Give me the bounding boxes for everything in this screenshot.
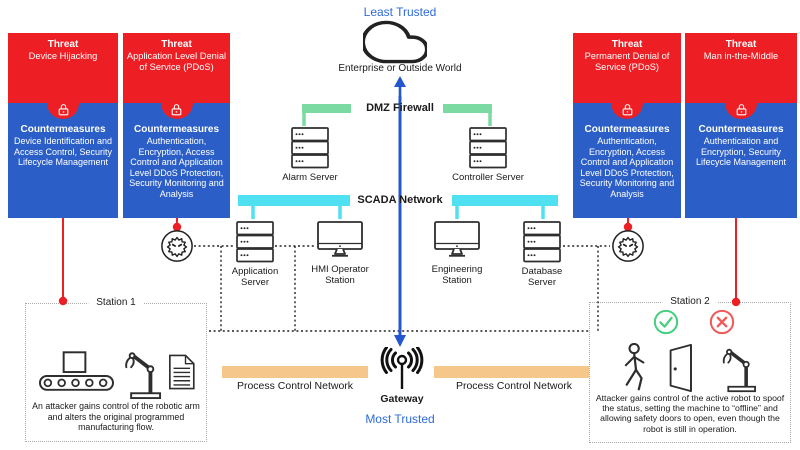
pcn-bar-right <box>434 366 590 378</box>
scada-bar-left <box>238 195 350 206</box>
threat-name: Man in-the-Middle <box>703 51 779 61</box>
dmz-firewall-label: DMZ Firewall <box>366 102 434 114</box>
x-icon <box>709 309 735 335</box>
lock-icon <box>622 104 632 116</box>
threat-panel-device-hijacking: Threat Device Hijacking Countermeasures … <box>8 33 118 218</box>
countermeasures-heading: Countermeasures <box>698 124 784 135</box>
alarm-server-label: Alarm Server <box>282 172 338 183</box>
countermeasures-section: Countermeasures Authentication and Encry… <box>685 103 797 218</box>
database-server-node: Database Server <box>499 221 585 288</box>
threat-name: Permanent Denial of Service (PDoS) <box>584 51 670 72</box>
lock-bump <box>611 103 643 119</box>
threat-panel-permanent-dos: Threat Permanent Denial of Service (PDoS… <box>573 33 681 218</box>
threat-section: Threat Application Level Denial of Servi… <box>123 33 230 103</box>
station-2-description: Attacker gains control of the active rob… <box>595 393 785 434</box>
monitor-icon <box>317 221 363 257</box>
lock-icon <box>171 104 182 116</box>
threat-name: Device Hijacking <box>28 51 98 61</box>
lock-icon <box>58 104 68 116</box>
countermeasures-section: Countermeasures Device Identification an… <box>8 103 118 218</box>
station-1-title: Station 1 <box>88 297 144 308</box>
countermeasures-heading: Countermeasures <box>20 124 106 135</box>
robot-arm-icon <box>722 348 756 393</box>
countermeasures-text: Device Identification and Access Control… <box>13 136 113 168</box>
document-icon <box>169 354 195 390</box>
controller-server-node: Controller Server <box>443 127 533 183</box>
scada-network-label: SCADA Network <box>357 194 443 206</box>
station-1-description: An attacker gains control of the robotic… <box>32 401 200 433</box>
hmi-operator-station-node: HMI Operator Station <box>297 221 383 286</box>
application-server-node: Application Server <box>212 221 298 288</box>
threat-heading: Threat <box>725 39 757 50</box>
conveyor-belt-icon <box>38 351 114 391</box>
threat-name: Application Level Denial of Service (PDo… <box>126 51 227 72</box>
lock-bump <box>47 103 79 119</box>
application-server-label: Application Server <box>231 266 279 288</box>
countermeasures-text: Authentication, Encryption, Access Contr… <box>579 136 675 199</box>
gateway-label: Gateway <box>380 393 424 405</box>
least-trusted-label: Least Trusted <box>363 5 437 19</box>
server-icon <box>236 221 274 263</box>
open-door-icon <box>669 343 692 393</box>
server-icon <box>291 127 329 169</box>
dmz-bar-right <box>443 104 492 113</box>
countermeasures-heading: Countermeasures <box>133 124 220 135</box>
scada-bar-right <box>452 195 558 206</box>
server-icon <box>523 221 561 263</box>
cloud-icon <box>363 20 427 64</box>
server-icon <box>469 127 507 169</box>
most-trusted-label: Most Trusted <box>365 412 435 426</box>
countermeasures-text: Authentication and Encryption, Security … <box>695 136 787 168</box>
lock-bump <box>725 103 757 119</box>
walking-person-icon <box>624 343 645 391</box>
countermeasures-text: Authentication, Encryption, Access Contr… <box>129 136 224 199</box>
lock-icon <box>736 104 746 116</box>
threat-section: Threat Permanent Denial of Service (PDoS… <box>573 33 681 103</box>
controller-server-label: Controller Server <box>452 172 524 183</box>
threat-section: Threat Man in-the-Middle <box>685 33 797 103</box>
lock-bump <box>160 103 193 119</box>
countermeasures-section: Countermeasures Authentication, Encrypti… <box>123 103 230 218</box>
hmi-operator-station-label: HMI Operator Station <box>311 264 369 286</box>
threat-heading: Threat <box>161 39 192 50</box>
check-icon <box>653 309 679 335</box>
monitor-icon <box>434 221 480 257</box>
countermeasures-heading: Countermeasures <box>584 124 670 135</box>
pcn-bar-left <box>222 366 368 378</box>
station-2-box: Station 2 <box>589 296 791 443</box>
malware-icon <box>161 230 193 262</box>
dmz-bar-left <box>302 104 351 113</box>
malware-icon <box>612 230 644 262</box>
robot-arm-icon <box>125 352 161 400</box>
threat-panel-app-level-dos: Threat Application Level Denial of Servi… <box>123 33 230 218</box>
engineering-station-label: Engineering Station <box>431 264 483 286</box>
threat-heading: Threat <box>611 39 643 50</box>
alarm-server-node: Alarm Server <box>265 127 355 183</box>
station-1-box: Station 1 <box>25 297 207 442</box>
threat-panel-man-in-the-middle: Threat Man in-the-Middle Countermeasures… <box>685 33 797 218</box>
station-2-title: Station 2 <box>662 296 718 307</box>
database-server-label: Database Server <box>521 266 563 288</box>
countermeasures-section: Countermeasures Authentication, Encrypti… <box>573 103 681 218</box>
threat-heading: Threat <box>47 39 79 50</box>
cloud-label: Enterprise or Outside World <box>338 63 462 74</box>
pcn-left-label: Process Control Network <box>236 380 354 392</box>
gateway-icon <box>380 347 424 389</box>
pcn-right-label: Process Control Network <box>455 380 573 392</box>
engineering-station-node: Engineering Station <box>414 221 500 286</box>
threat-section: Threat Device Hijacking <box>8 33 118 103</box>
